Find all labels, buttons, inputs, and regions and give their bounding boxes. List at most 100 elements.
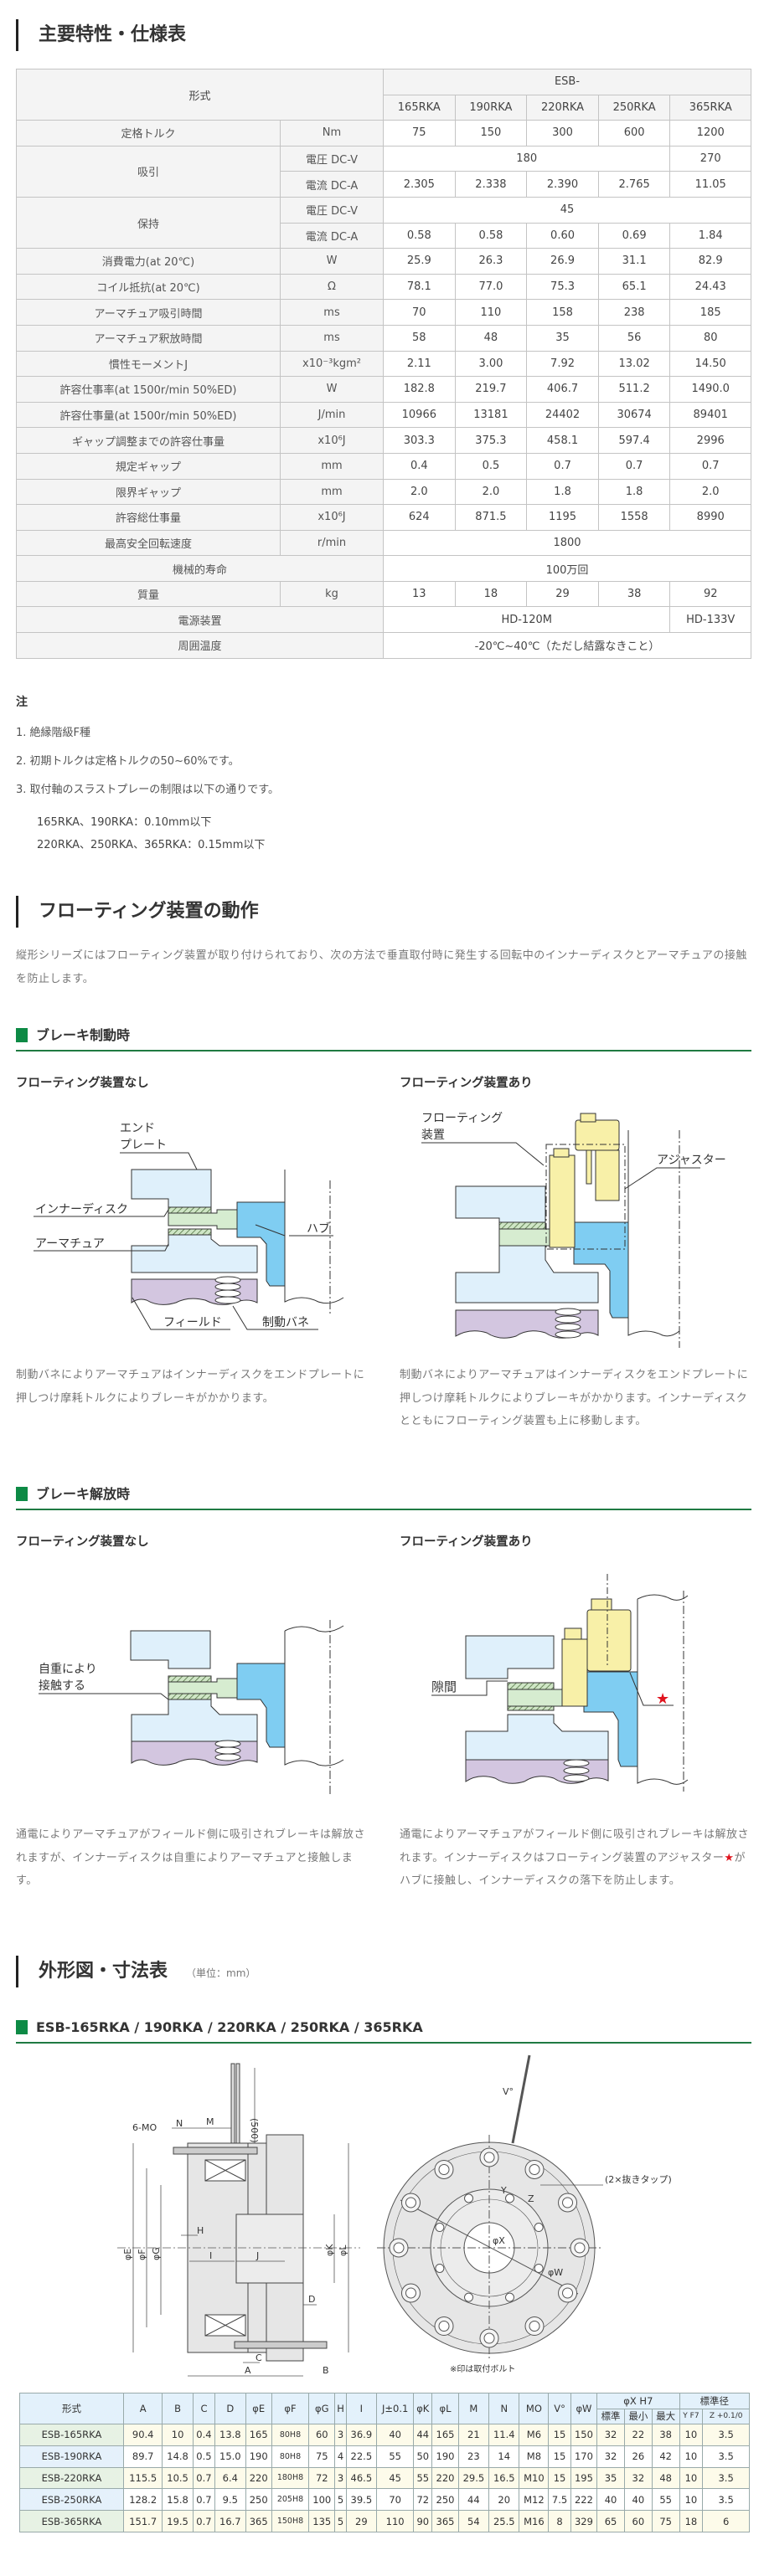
floating-intro: 縦形シリーズにはフローティング装置が取り付けられており、次の方法で垂直取付時に発… [16,949,747,985]
spec-label: ギャップ調整までの許容仕事量 [16,427,281,454]
dimension-value: 150H8 [271,2510,310,2532]
dimension-value: 38 [651,2424,680,2446]
dimension-value: 10.5 [162,2466,194,2490]
label-d: D [308,2294,315,2305]
model-title: ESB-165RKA / 190RKA / 220RKA / 250RKA / … [36,2019,423,2035]
spec-value: 1.84 [669,222,751,249]
dimension-value: 26 [623,2445,653,2468]
dimension-value: 5 [334,2488,347,2512]
spec-value: 600 [597,120,671,147]
dimension-value: 165 [245,2424,272,2446]
dimension-value: 16.5 [488,2466,520,2490]
spec-value: 77.0 [454,273,528,301]
spec-label: 許容総仕事量 [16,504,281,531]
label-v: V° [503,2086,514,2097]
spec-value: 270 [669,145,751,172]
tap-hole-icon [435,2263,445,2273]
release-without-title: フローティング装置なし [16,1535,149,1549]
dimension-value: 80H8 [271,2445,310,2468]
spec-value: 0.7 [669,452,751,480]
dimension-value: 3.5 [702,2488,750,2512]
column-header: H [334,2393,347,2424]
armature [131,1234,258,1273]
tap-hole-icon [534,2223,544,2233]
unit-note: （単位：mm） [186,1967,256,1979]
dimension-value: M10 [519,2466,550,2490]
braking-without-diagram: エンド プレート インナーディスク アーマチュア ハブ フィールド 制動バネ [34,1122,344,1330]
spec-value: 1.8 [526,478,599,506]
spec-value: 150 [454,120,528,147]
label-n: N [176,2118,183,2129]
dimension-value: 65 [596,2510,625,2532]
spec-value: 38 [597,580,671,608]
dimension-value: 10 [162,2424,194,2446]
spec-value: 0.7 [526,452,599,480]
spec-unit: x10⁶J [280,427,384,454]
spec-value: 7.92 [526,350,599,378]
dimension-value: 15.0 [214,2445,246,2468]
braking-title: ブレーキ制動時 [36,1027,131,1043]
release-title: ブレーキ解放時 [36,1486,131,1502]
dimension-value: 13.8 [214,2424,246,2446]
spec-label: 周囲温度 [16,632,384,659]
column-subheader: Y F7 [679,2408,704,2424]
spec-value: 0.58 [383,222,456,249]
spec-value: HD-133V [669,606,751,634]
dimension-value: M12 [519,2488,550,2512]
spec-label: 定格トルク [16,120,281,147]
spec-value: 14.50 [669,350,751,378]
armature [131,1699,258,1742]
dimension-value: 39.5 [345,2488,378,2512]
dimension-value: 0.7 [192,2466,216,2490]
spec-value: 0.7 [597,452,671,480]
label-end-plate: エンド [120,1122,155,1135]
dimension-value: 23 [457,2445,490,2468]
dimension-value: 29 [345,2510,378,2532]
label-phi-l: φL [338,2244,348,2256]
label-phi-w: φW [548,2267,563,2278]
floating-device-outline [545,1144,626,1250]
spec-value: 238 [597,299,671,326]
dimension-value: 21 [457,2424,490,2446]
label-inner-disk: インナーディスク [35,1202,128,1216]
dimension-value: 115.5 [122,2466,163,2490]
dimension-value: 170 [570,2445,598,2468]
dimension-value: 32 [596,2424,625,2446]
column-header: φK [413,2393,433,2424]
label-a: A [245,2365,251,2376]
label-j: J [256,2250,259,2261]
label-contact: 自重により [39,1663,97,1676]
dimension-value: 50 [413,2445,433,2468]
dimension-value: 10 [679,2424,704,2446]
dimension-value: 10 [679,2445,704,2468]
note-item: 1. 絶縁階級F種 [16,727,91,739]
column-header: φL [431,2393,459,2424]
spec-value: 58 [383,324,456,352]
hub [236,1201,286,1287]
spec-value: 300 [526,120,599,147]
spec-value: 45 [383,196,751,224]
dimension-value: 18 [679,2510,704,2532]
spec-heading: 主要特性・仕様表 [16,19,186,51]
spec-label: 質量 [16,580,281,608]
spec-label: アーマチュア吸引時間 [16,299,281,326]
dimension-value: M16 [519,2510,550,2532]
column-header: V° [548,2393,571,2424]
spec-value: 65.1 [597,273,671,301]
dimension-value: 80H8 [271,2424,310,2446]
spec-value: 1195 [526,504,599,531]
spec-value: 11.05 [669,171,751,198]
dimension-value: 55 [651,2488,680,2512]
spring-icon [214,1276,241,1304]
